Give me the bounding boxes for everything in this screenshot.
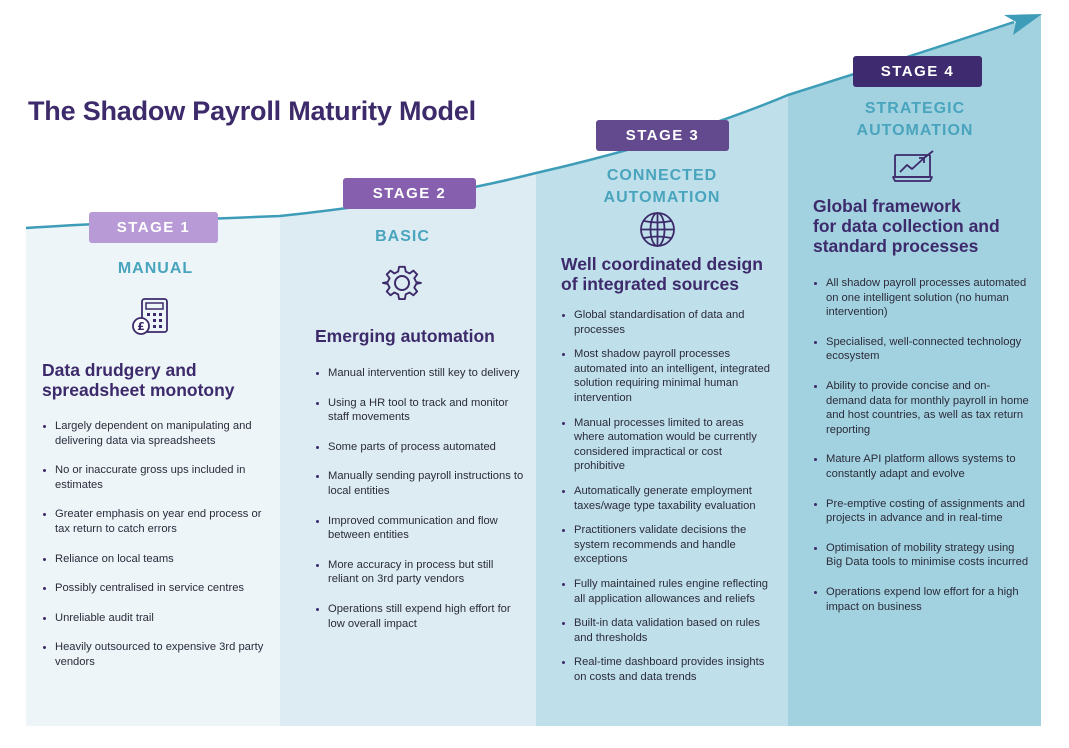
stage-3-bullets: Global standardisation of data and proce… [562, 308, 772, 684]
stage2-column [280, 173, 536, 726]
bullet-item: Manual intervention still key to deliver… [316, 366, 526, 381]
stage-4-name: STRATEGIC AUTOMATION [856, 100, 974, 139]
stage3-column [536, 95, 788, 726]
bullet-item: Practitioners validate decisions the sys… [562, 523, 772, 567]
bullet-item: Pre-emptive costing of assignments and p… [814, 497, 1030, 526]
bullet-item: Automatically generate employment taxes/… [562, 484, 772, 513]
svg-text:£: £ [137, 320, 145, 333]
stage-1-badge: STAGE 1 [89, 212, 218, 243]
stage1-column [26, 216, 280, 726]
stage-4-bullets: All shadow payroll processes automated o… [814, 276, 1030, 614]
bullet-item: Mature API platform allows systems to co… [814, 452, 1030, 481]
stage-2-bullets: Manual intervention still key to deliver… [316, 366, 526, 631]
bullet-item: Reliance on local teams [43, 552, 265, 567]
growth-arrow-head [1004, 14, 1042, 35]
bullet-item: Real-time dashboard provides insights on… [562, 655, 772, 684]
bullet-item: Possibly centralised in service centres [43, 581, 265, 596]
bullet-item: Improved communication and flow between … [316, 514, 526, 543]
bullet-item: Operations still expend high effort for … [316, 602, 526, 631]
stage-4-heading: Global framework for data collection and… [813, 196, 1000, 256]
bullet-item: Ability to provide concise and on-demand… [814, 379, 1030, 437]
stage-1-name: MANUAL [117, 260, 194, 277]
bullet-item: Most shadow payroll processes automated … [562, 347, 772, 405]
bullet-item: Manual processes limited to areas where … [562, 416, 772, 474]
bullet-item: Largely dependent on manipulating and de… [43, 419, 265, 448]
stage-2-name: BASIC [375, 228, 430, 245]
bullet-item: Manually sending payroll instructions to… [316, 469, 526, 498]
gear-icon [382, 265, 422, 301]
bullet-item: Greater emphasis on year end process or … [43, 507, 265, 536]
bullet-item: Optimisation of mobility strategy using … [814, 541, 1030, 570]
bullet-item: All shadow payroll processes automated o… [814, 276, 1030, 320]
bullet-item: Operations expend low effort for a high … [814, 585, 1030, 614]
stage-1-heading: Data drudgery and spreadsheet monotony [42, 360, 235, 400]
bullet-item: Using a HR tool to track and monitor sta… [316, 396, 526, 425]
bullet-item: Unreliable audit trail [43, 611, 265, 626]
stage-1-bullets: Largely dependent on manipulating and de… [43, 419, 265, 670]
stage-3-heading: Well coordinated design of integrated so… [561, 254, 763, 294]
stage-2-heading: Emerging automation [315, 326, 495, 346]
calculator-icon: £ [132, 298, 168, 335]
stage-2-badge: STAGE 2 [343, 178, 476, 209]
bullet-item: More accuracy in process but still relia… [316, 558, 526, 587]
bullet-item: Built-in data validation based on rules … [562, 616, 772, 645]
stage4-column [788, 14, 1041, 726]
bullet-item: No or inaccurate gross ups included in e… [43, 463, 265, 492]
stage-3-name: CONNECTED AUTOMATION [603, 167, 721, 206]
bullet-item: Global standardisation of data and proce… [562, 308, 772, 337]
bullet-item: Some parts of process automated [316, 440, 526, 455]
stage-4-badge: STAGE 4 [853, 56, 982, 87]
globe-icon [640, 212, 675, 247]
stage-3-badge: STAGE 3 [596, 120, 729, 151]
bullet-item: Specialised, well-connected technology e… [814, 335, 1030, 364]
bullet-item: Fully maintained rules engine reflecting… [562, 577, 772, 606]
bullet-item: Heavily outsourced to expensive 3rd part… [43, 640, 265, 669]
chart-monitor-icon [892, 150, 934, 182]
page-title: The Shadow Payroll Maturity Model [28, 96, 476, 126]
